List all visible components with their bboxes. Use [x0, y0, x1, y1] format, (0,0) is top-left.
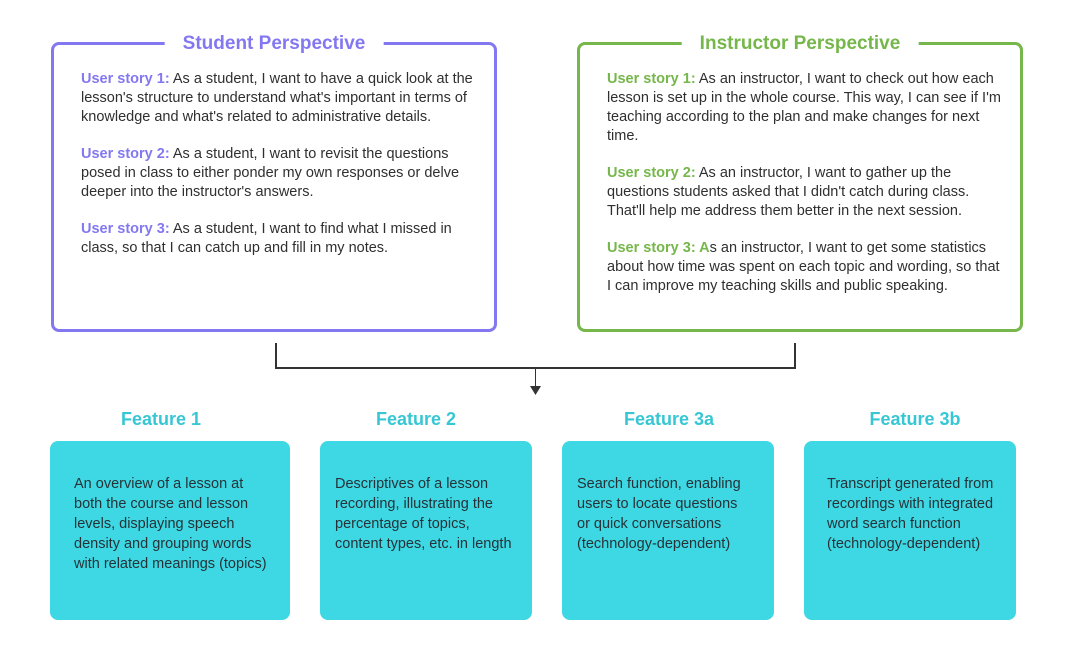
feature-3a-title: Feature 3a [623, 409, 715, 429]
story-label: User story 3: A [607, 240, 710, 256]
student-user-story-3: User story 3: As a student, I want to fi… [81, 220, 476, 258]
story-text: As a student, I want to find what I miss… [81, 221, 452, 256]
instructor-user-story-2: User story 2: As an instructor, I want t… [607, 164, 1002, 221]
instructor-user-story-1: User story 1: As an instructor, I want t… [607, 70, 1002, 146]
story-label: User story 2: [607, 165, 696, 181]
student-perspective-box: Student Perspective User story 1: As a s… [51, 29, 497, 332]
student-perspective-title: Student Perspective [164, 29, 384, 59]
feature-3a-description: Search function, enabling users to locat… [577, 476, 741, 552]
instructor-perspective-title: Instructor Perspective [681, 29, 919, 59]
connector-arrow-icon [530, 386, 541, 395]
story-label: User story 2: [81, 146, 170, 162]
story-label: User story 1: [607, 71, 696, 87]
instructor-perspective-box: Instructor Perspective User story 1: As … [577, 29, 1023, 332]
student-user-story-2: User story 2: As a student, I want to re… [81, 145, 476, 202]
feature-1-description: An overview of a lesson at both the cour… [74, 476, 267, 572]
feature-2-box: Descriptives of a lesson recording, illu… [320, 441, 532, 620]
connector-left-drop [275, 343, 277, 369]
student-user-story-1: User story 1: As a student, I want to ha… [81, 70, 476, 127]
student-stories: User story 1: As a student, I want to ha… [81, 70, 476, 276]
story-label: User story 3: [81, 221, 170, 237]
connector-right-drop [794, 343, 796, 369]
story-text: As a student, I want to revisit the ques… [81, 146, 460, 200]
instructor-user-story-3: User story 3: As an instructor, I want t… [607, 239, 1002, 296]
feature-2-title: Feature 2 [375, 409, 457, 429]
feature-3b-description: Transcript generated from recordings wit… [827, 476, 994, 552]
story-text: As an instructor, I want to gather up th… [607, 165, 970, 219]
feature-2-description: Descriptives of a lesson recording, illu… [335, 476, 512, 552]
story-label: User story 1: [81, 71, 170, 87]
feature-3b-title: Feature 3b [869, 409, 961, 429]
feature-3b-box: Transcript generated from recordings wit… [804, 441, 1016, 620]
feature-1-title: Feature 1 [120, 409, 202, 429]
feature-1-box: An overview of a lesson at both the cour… [50, 441, 290, 620]
feature-3a-box: Search function, enabling users to locat… [562, 441, 774, 620]
connector-center-stem [535, 368, 536, 390]
instructor-stories: User story 1: As an instructor, I want t… [607, 70, 1002, 314]
story-text: As an instructor, I want to check out ho… [607, 71, 1001, 144]
story-text: s an instructor, I want to get some stat… [607, 240, 1000, 294]
story-text: As a student, I want to have a quick loo… [81, 71, 473, 125]
